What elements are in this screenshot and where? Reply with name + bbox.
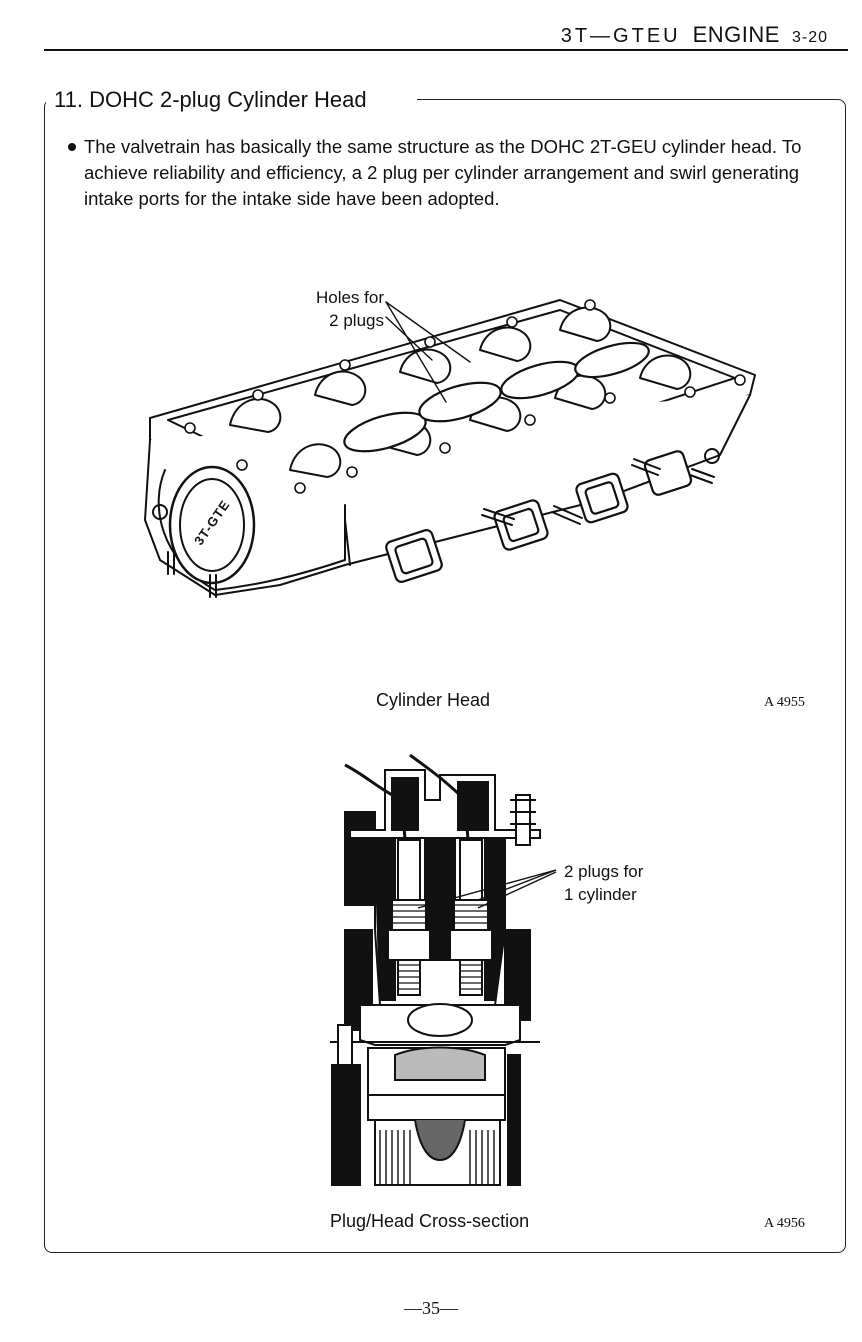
holes-callout-line1: Holes for xyxy=(315,288,384,307)
header-rule xyxy=(44,49,848,51)
cylinder-head-illustration xyxy=(144,299,756,598)
engine-code: 3T—GTEU xyxy=(560,25,681,47)
figure1-caption: Cylinder Head xyxy=(376,690,491,710)
plugs-callout-line2: 1 cylinder xyxy=(564,885,637,904)
bullet-paragraph: The valvetrain has basically the same st… xyxy=(68,134,828,212)
section-title-text: DOHC 2-plug Cylinder Head xyxy=(89,87,367,112)
plugs-callout-line1: 2 plugs for xyxy=(564,862,644,881)
page-reference: 3-20 xyxy=(791,29,828,46)
holes-callout: Holes for 2 plugs xyxy=(306,286,384,332)
holes-callout-line2: 2 plugs xyxy=(329,311,384,330)
plugs-callout: 2 plugs for 1 cylinder xyxy=(564,860,643,906)
bullet-dot-icon xyxy=(68,143,76,151)
figure2-caption: Plug/Head Cross-section xyxy=(330,1211,530,1231)
section-number: 11. xyxy=(54,87,83,112)
section-title: 11. DOHC 2-plug Cylinder Head xyxy=(46,87,417,113)
bullet-text: The valvetrain has basically the same st… xyxy=(84,136,802,209)
figure1-id: A 4955 xyxy=(764,695,805,710)
page-number: —35— xyxy=(404,1298,458,1318)
figure2-id: A 4956 xyxy=(764,1216,805,1231)
page-header: 3T—GTEU ENGINE 3-20 xyxy=(561,22,828,48)
section-frame xyxy=(44,99,846,1253)
cross-section-illustration xyxy=(330,753,557,1186)
engine-label: ENGINE xyxy=(692,22,780,47)
